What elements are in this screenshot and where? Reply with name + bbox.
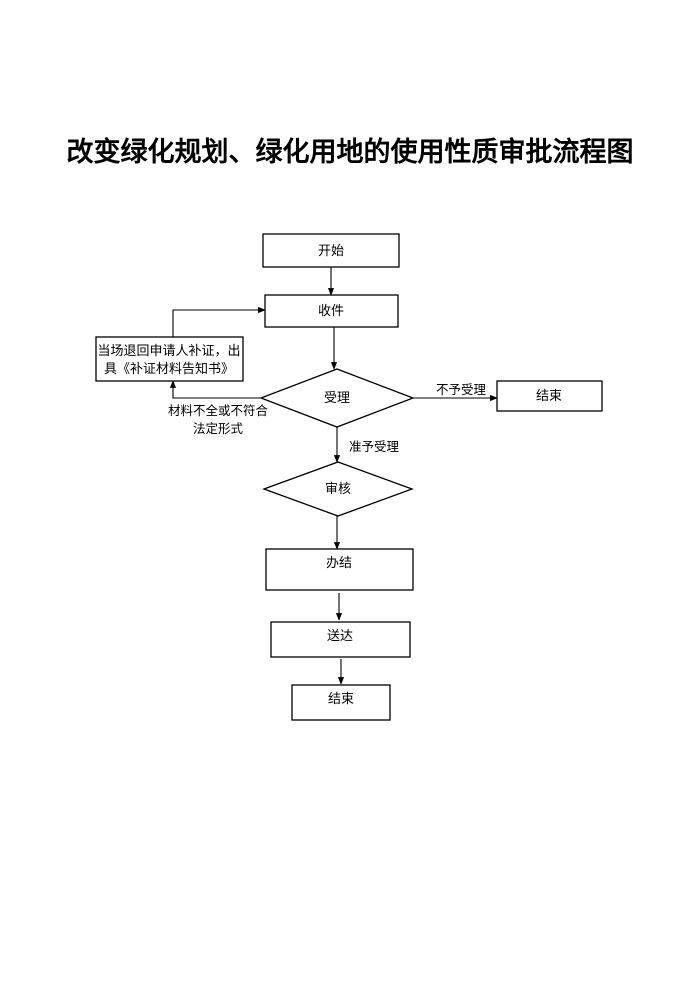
end-reject-label: 结束 — [536, 389, 562, 404]
handle-node: 办结 — [265, 548, 414, 591]
return-note-line1: 当场退回申请人补证，出 — [97, 344, 240, 359]
page-title: 改变绿化规划、绿化用地的使用性质审批流程图 — [66, 137, 634, 168]
edge-label-incomplete-line2: 法定形式 — [193, 421, 244, 436]
handle-label: 办结 — [326, 556, 352, 571]
end-final-node: 结束 — [291, 684, 391, 721]
deliver-node: 送达 — [270, 621, 411, 658]
start-node: 开始 — [262, 233, 400, 268]
accept-label: 受理 — [324, 391, 350, 406]
end-final-label: 结束 — [328, 692, 354, 707]
deliver-label: 送达 — [327, 629, 353, 644]
review-decision-node: 审核 — [262, 461, 414, 517]
edge-label-approve: 准予受理 — [349, 439, 400, 454]
edge-return-note-to-receive — [172, 306, 266, 337]
review-label: 审核 — [325, 482, 351, 497]
edge-label-reject: 不予受理 — [436, 382, 487, 397]
return-note-line2: 具《补证材料告知书》 — [104, 361, 234, 377]
receive-node: 收件 — [264, 294, 399, 328]
return-note-node: 当场退回申请人补证，出 具《补证材料告知书》 — [95, 336, 244, 382]
start-label: 开始 — [318, 244, 344, 259]
edge-accept-to-return-note — [169, 380, 261, 399]
receive-label: 收件 — [318, 304, 344, 319]
end-reject-node: 结束 — [496, 380, 603, 412]
accept-decision-node: 受理 — [259, 368, 415, 428]
edge-label-incomplete-line1: 材料不全或不符合 — [168, 403, 269, 418]
